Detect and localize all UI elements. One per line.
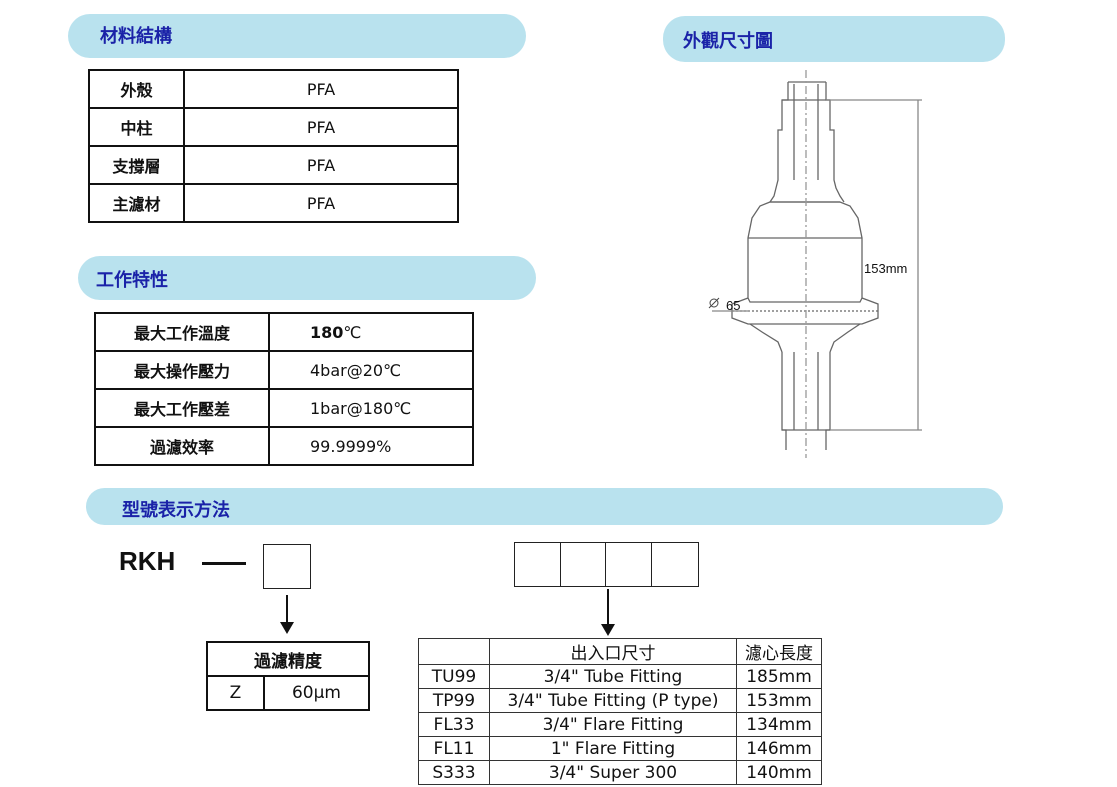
fitting-code: S333 [418,760,490,785]
table-row: FL11 1" Flare Fitting 146mm [418,736,822,761]
fitting-header-code [418,638,490,665]
operating-value-strong: 180 [310,322,344,342]
drawing-title: 外觀尺寸圖 [683,31,773,52]
fitting-name: 3/4" Tube Fitting [489,664,737,689]
fitting-length: 134mm [736,712,822,737]
model-prefix: RKH [119,546,176,576]
material-value: PFA [183,183,459,223]
table-row: 最大工作壓差 1bar@180℃ [94,388,474,428]
operating-title: 工作特性 [96,270,168,291]
table-row: 主濾材 PFA [88,183,459,223]
diameter-symbol [709,298,719,308]
operating-value-unit: ℃ [343,322,362,342]
fitting-code-box-1 [514,542,562,587]
operating-label: 最大操作壓力 [94,350,270,390]
rating-value: 60μm [263,675,370,711]
rating-table: 過濾精度 Z 60μm [206,641,370,711]
table-row: FL33 3/4" Flare Fitting 134mm [418,712,822,737]
fitting-arrow-head [601,624,615,636]
rating-code-box [263,544,311,589]
table-row: TU99 3/4" Tube Fitting 185mm [418,664,822,689]
fitting-code: FL11 [418,736,490,761]
table-row: 出入口尺寸 濾心長度 [418,638,822,665]
materials-table: 外殼 PFA 中柱 PFA 支撐層 PFA 主濾材 PFA [88,69,459,223]
height-dimension-label: 153mm [864,261,908,276]
fitting-name: 3/4" Super 300 [489,760,737,785]
drawing-header [663,16,1005,62]
table-row: 過濾效率 99.9999% [94,426,474,466]
operating-label: 過濾效率 [94,426,270,466]
table-row: 過濾精度 [206,641,370,677]
filter-body [747,201,863,303]
operating-table: 最大工作溫度 180℃ 最大操作壓力 4bar@20℃ 最大工作壓差 1bar@… [94,312,474,466]
operating-value: 4bar@20℃ [268,350,474,390]
fitting-length: 185mm [736,664,822,689]
fitting-code: TU99 [418,664,490,689]
table-row: Z 60μm [206,675,370,711]
material-part: 支撐層 [88,145,185,185]
fitting-name: 3/4" Flare Fitting [489,712,737,737]
rating-arrow-line [286,595,288,623]
table-row: 最大操作壓力 4bar@20℃ [94,350,474,390]
rating-arrow-head [280,622,294,634]
fitting-code: TP99 [418,688,490,713]
fitting-code-box-2 [560,542,607,587]
material-value: PFA [183,145,459,185]
fitting-header-length: 濾心長度 [736,638,822,665]
table-row: 外殼 PFA [88,69,459,109]
fitting-name: 1" Flare Fitting [489,736,737,761]
filter-drawing [708,70,922,458]
table-row: 最大工作溫度 180℃ [94,312,474,352]
operating-label: 最大工作壓差 [94,388,270,428]
operating-label: 最大工作溫度 [94,312,270,352]
material-part: 外殼 [88,69,185,109]
materials-header [68,14,526,58]
rating-code: Z [206,675,265,711]
fitting-code-box-3 [605,542,653,587]
fitting-header-size: 出入口尺寸 [489,638,737,665]
fitting-length: 146mm [736,736,822,761]
materials-title: 材料結構 [100,26,172,47]
model-header [86,488,1003,525]
material-value: PFA [183,107,459,147]
operating-value: 99.9999% [268,426,474,466]
operating-value: 180℃ [268,312,474,352]
model-dash [202,562,246,565]
fitting-name: 3/4" Tube Fitting (P type) [489,688,737,713]
table-row: S333 3/4" Super 300 140mm [418,760,822,785]
material-part: 中柱 [88,107,185,147]
fitting-length: 153mm [736,688,822,713]
material-part: 主濾材 [88,183,185,223]
flange [731,297,879,325]
fitting-arrow-line [607,589,609,625]
table-row: 支撐層 PFA [88,145,459,185]
table-row: 中柱 PFA [88,107,459,147]
rating-header: 過濾精度 [206,641,370,677]
operating-value: 1bar@180℃ [268,388,474,428]
fitting-table: 出入口尺寸 濾心長度 TU99 3/4" Tube Fitting 185mm … [418,638,822,785]
model-title: 型號表示方法 [122,500,230,521]
operating-header [78,256,536,300]
material-value: PFA [183,69,459,109]
fitting-code-box-4 [651,542,699,587]
fitting-length: 140mm [736,760,822,785]
diameter-dimension-label: 65 [726,298,741,313]
table-row: TP99 3/4" Tube Fitting (P type) 153mm [418,688,822,713]
fitting-code: FL33 [418,712,490,737]
